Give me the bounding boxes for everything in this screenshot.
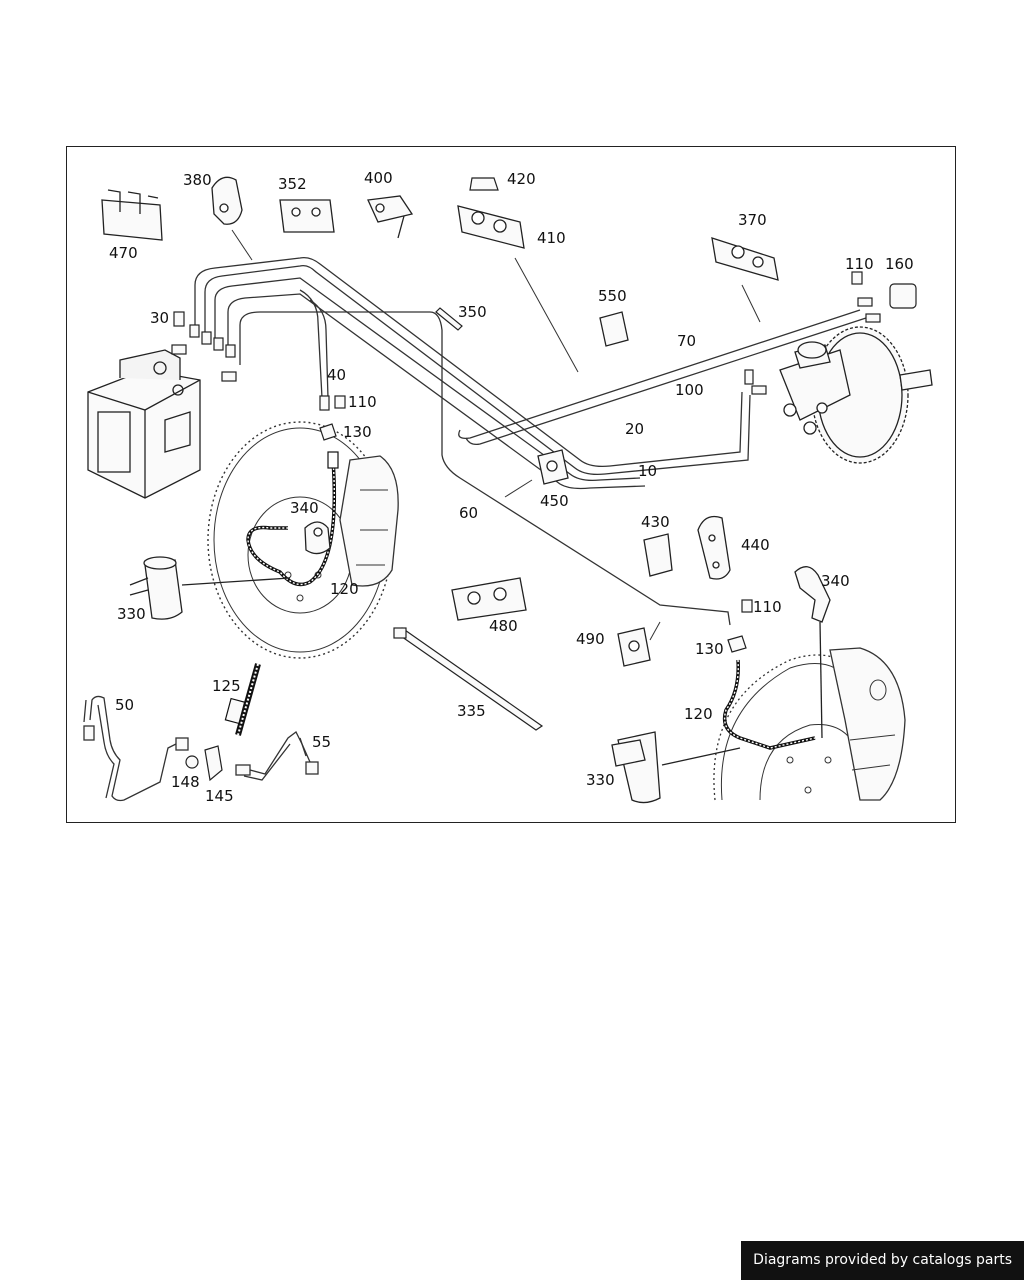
label-340-rear: 340 bbox=[821, 572, 850, 590]
rear-brake-hose bbox=[722, 659, 816, 750]
leader-lines bbox=[231, 229, 761, 641]
label-440: 440 bbox=[741, 536, 770, 554]
label-30: 30 bbox=[150, 309, 169, 327]
distribution-fitting bbox=[185, 745, 223, 782]
label-352: 352 bbox=[278, 175, 307, 193]
label-55: 55 bbox=[312, 733, 331, 751]
label-370: 370 bbox=[738, 211, 767, 229]
label-40: 40 bbox=[327, 366, 346, 384]
label-330-front: 330 bbox=[117, 605, 146, 623]
label-400: 400 bbox=[364, 169, 393, 187]
small-fittings bbox=[171, 177, 917, 653]
label-160: 160 bbox=[885, 255, 914, 273]
wear-sensor-front bbox=[129, 556, 291, 620]
brake-booster bbox=[779, 326, 933, 464]
brake-lines bbox=[194, 256, 867, 626]
rear-lines-and-hose bbox=[83, 695, 319, 802]
wear-sensor-rear bbox=[611, 731, 741, 804]
label-430: 430 bbox=[641, 513, 670, 531]
abs-hydraulic-unit bbox=[87, 349, 201, 499]
label-125: 125 bbox=[212, 677, 241, 695]
label-60: 60 bbox=[459, 504, 478, 522]
label-120-front: 120 bbox=[330, 580, 359, 598]
label-330-rear: 330 bbox=[586, 771, 615, 789]
rear-brake-disc bbox=[713, 647, 906, 801]
label-145: 145 bbox=[205, 787, 234, 805]
label-50: 50 bbox=[115, 696, 134, 714]
clips-and-holders bbox=[101, 176, 779, 667]
credit-badge: Diagrams provided by catalogs parts bbox=[741, 1241, 1024, 1280]
label-490: 490 bbox=[576, 630, 605, 648]
label-450: 450 bbox=[540, 492, 569, 510]
label-470: 470 bbox=[109, 244, 138, 262]
label-130-front: 130 bbox=[343, 423, 372, 441]
label-20: 20 bbox=[625, 420, 644, 438]
rear-axle-hose bbox=[224, 663, 261, 736]
label-350: 350 bbox=[458, 303, 487, 321]
label-110-top: 110 bbox=[845, 255, 874, 273]
label-100: 100 bbox=[675, 381, 704, 399]
label-130-rear: 130 bbox=[695, 640, 724, 658]
label-410: 410 bbox=[537, 229, 566, 247]
bracket-rear bbox=[794, 566, 831, 739]
label-380: 380 bbox=[183, 171, 212, 189]
label-110-front: 110 bbox=[348, 393, 377, 411]
label-420: 420 bbox=[507, 170, 536, 188]
label-120-rear: 120 bbox=[684, 705, 713, 723]
label-480: 480 bbox=[489, 617, 518, 635]
label-110-rear: 110 bbox=[753, 598, 782, 616]
label-10: 10 bbox=[638, 462, 657, 480]
label-340-front: 340 bbox=[290, 499, 319, 517]
front-brake-disc bbox=[207, 421, 399, 659]
label-550: 550 bbox=[598, 287, 627, 305]
label-70: 70 bbox=[677, 332, 696, 350]
label-335: 335 bbox=[457, 702, 486, 720]
label-148: 148 bbox=[171, 773, 200, 791]
front-brake-hose bbox=[246, 451, 339, 587]
cable-tie bbox=[393, 627, 544, 731]
bracket-front bbox=[304, 521, 331, 555]
part-labels: 470 380 352 400 420 410 370 110 160 550 … bbox=[109, 169, 914, 805]
